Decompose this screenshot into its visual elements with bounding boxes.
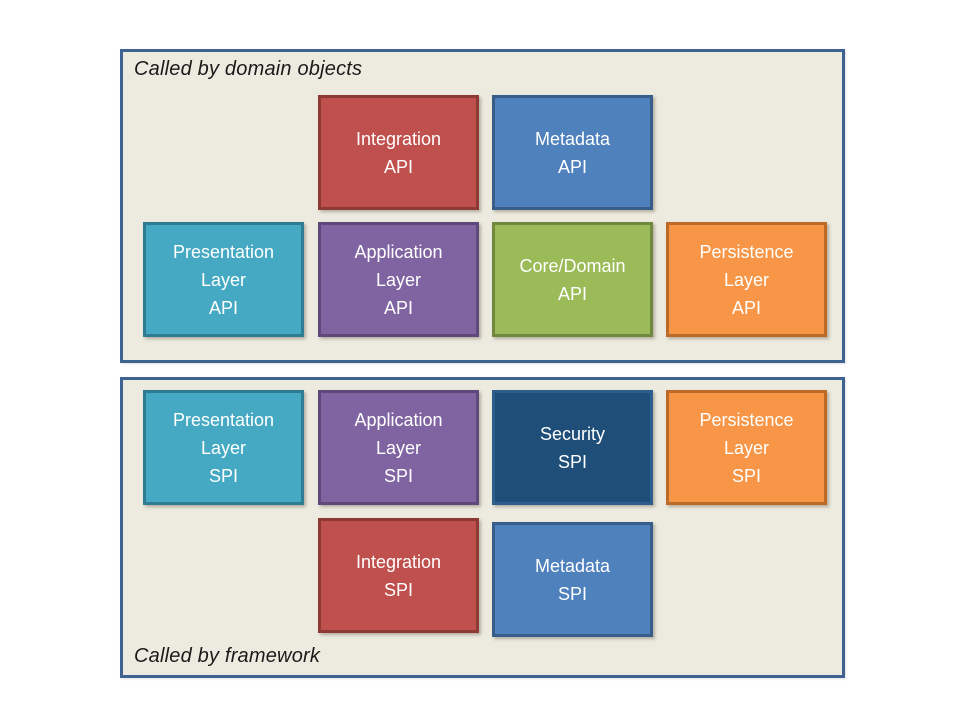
box-core-domain-api: Core/Domain API xyxy=(492,222,653,337)
box-persistence-layer-api: Persistence Layer API xyxy=(666,222,827,337)
api-group-label: Called by domain objects xyxy=(134,58,363,80)
box-metadata-api: Metadata API xyxy=(492,95,653,210)
box-metadata-spi: Metadata SPI xyxy=(492,522,653,637)
spi-layer-group: Presentation Layer SPI Application Layer… xyxy=(120,377,845,678)
box-application-layer-spi: Application Layer SPI xyxy=(318,390,479,505)
api-layer-group: Called by domain objects Integration API… xyxy=(120,49,845,363)
box-security-spi: Security SPI xyxy=(492,390,653,505)
box-presentation-layer-spi: Presentation Layer SPI xyxy=(143,390,304,505)
box-integration-api: Integration API xyxy=(318,95,479,210)
spi-group-label: Called by framework xyxy=(134,645,321,667)
box-presentation-layer-api: Presentation Layer API xyxy=(143,222,304,337)
box-integration-spi: Integration SPI xyxy=(318,518,479,633)
box-application-layer-api: Application Layer API xyxy=(318,222,479,337)
box-persistence-layer-spi: Persistence Layer SPI xyxy=(666,390,827,505)
